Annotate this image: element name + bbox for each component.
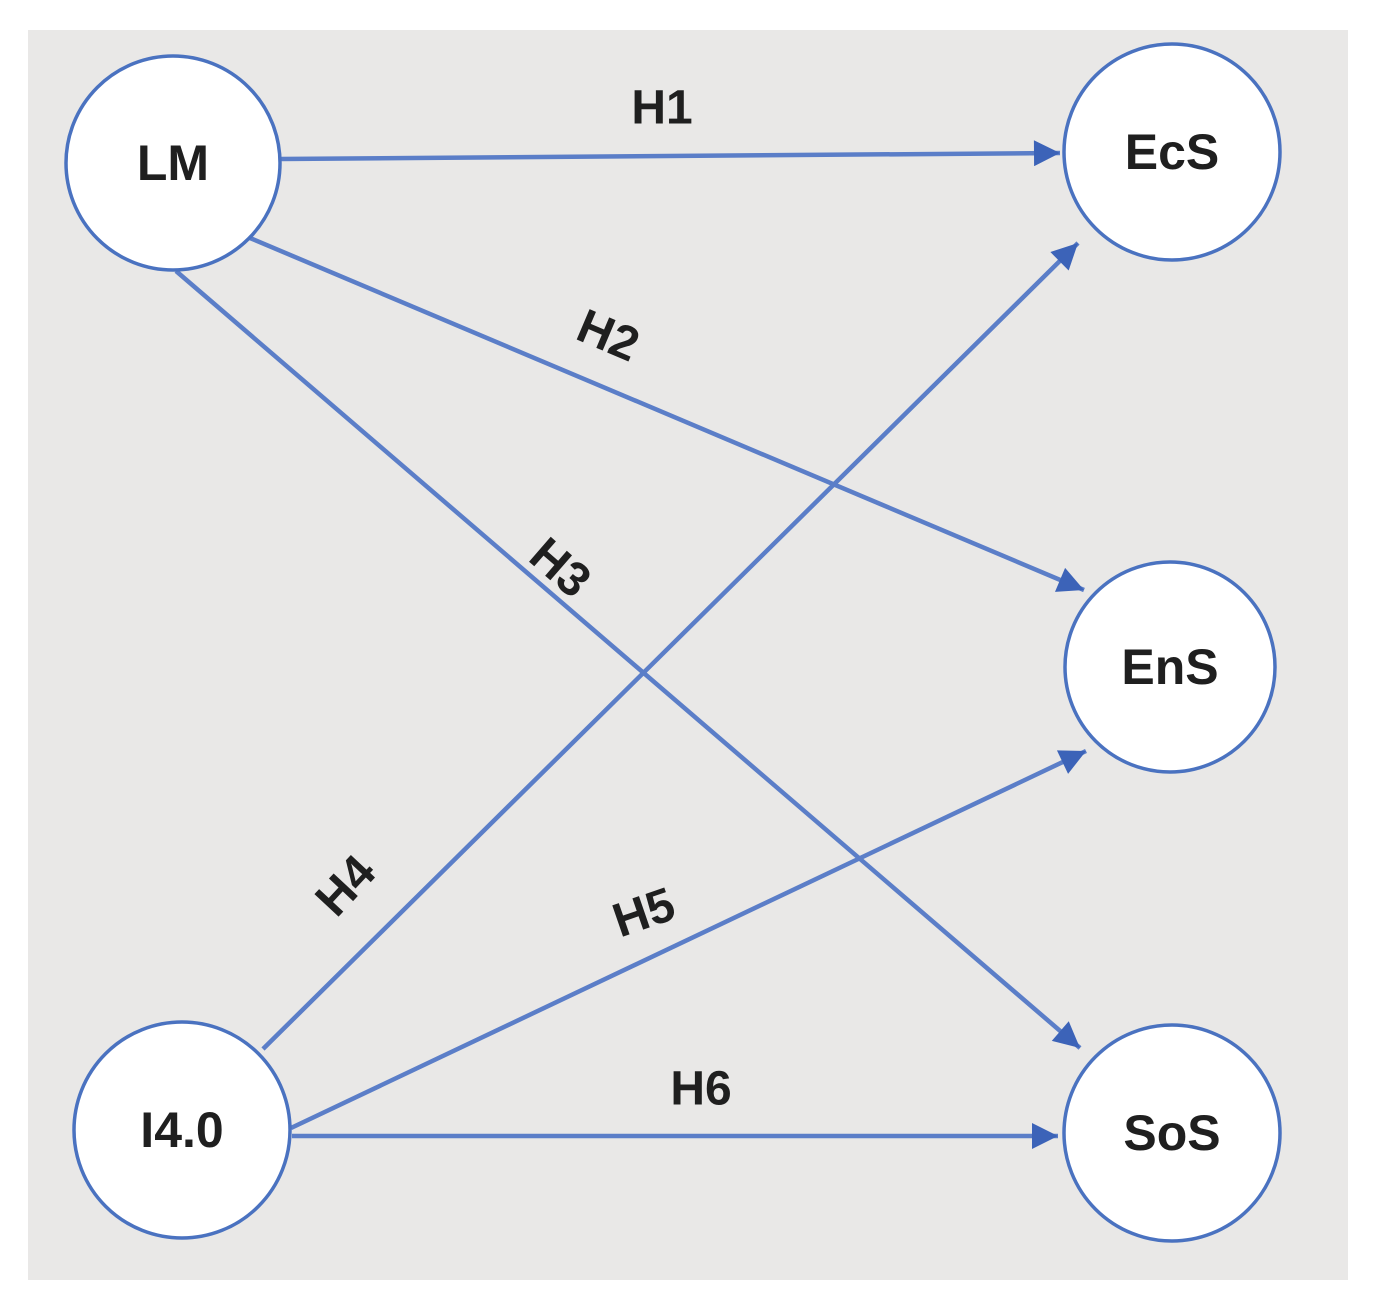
edge-h2-arrow	[249, 235, 1085, 593]
node-i40: I4.0	[72, 1020, 292, 1240]
node-i40-circle	[72, 1020, 292, 1240]
node-ecs-label: EcS	[1125, 124, 1220, 180]
edge-h5-arrow	[290, 748, 1087, 1131]
node-ens-label: EnS	[1121, 639, 1218, 695]
node-sos-label: SoS	[1123, 1105, 1220, 1161]
node-lm: LM	[64, 54, 282, 272]
node-sos: SoS	[1062, 1023, 1282, 1243]
edge-h1: H1	[279, 82, 1061, 167]
edge-h1-arrow	[279, 140, 1061, 167]
node-lm-circle	[64, 54, 282, 272]
edge-h3-arrow	[174, 269, 1082, 1050]
edge-h1-label: H1	[631, 82, 692, 135]
node-sos-circle	[1062, 1023, 1282, 1243]
node-ecs: EcS	[1062, 42, 1282, 262]
edge-h4-arrow	[261, 241, 1080, 1051]
node-ens: EnS	[1063, 560, 1277, 774]
edge-h6: H6	[292, 1063, 1058, 1149]
node-ens-circle	[1063, 560, 1277, 774]
edge-h6-label: H6	[670, 1063, 731, 1116]
node-lm-label: LM	[137, 135, 209, 191]
node-ecs-circle	[1062, 42, 1282, 262]
node-i40-label: I4.0	[140, 1102, 223, 1158]
